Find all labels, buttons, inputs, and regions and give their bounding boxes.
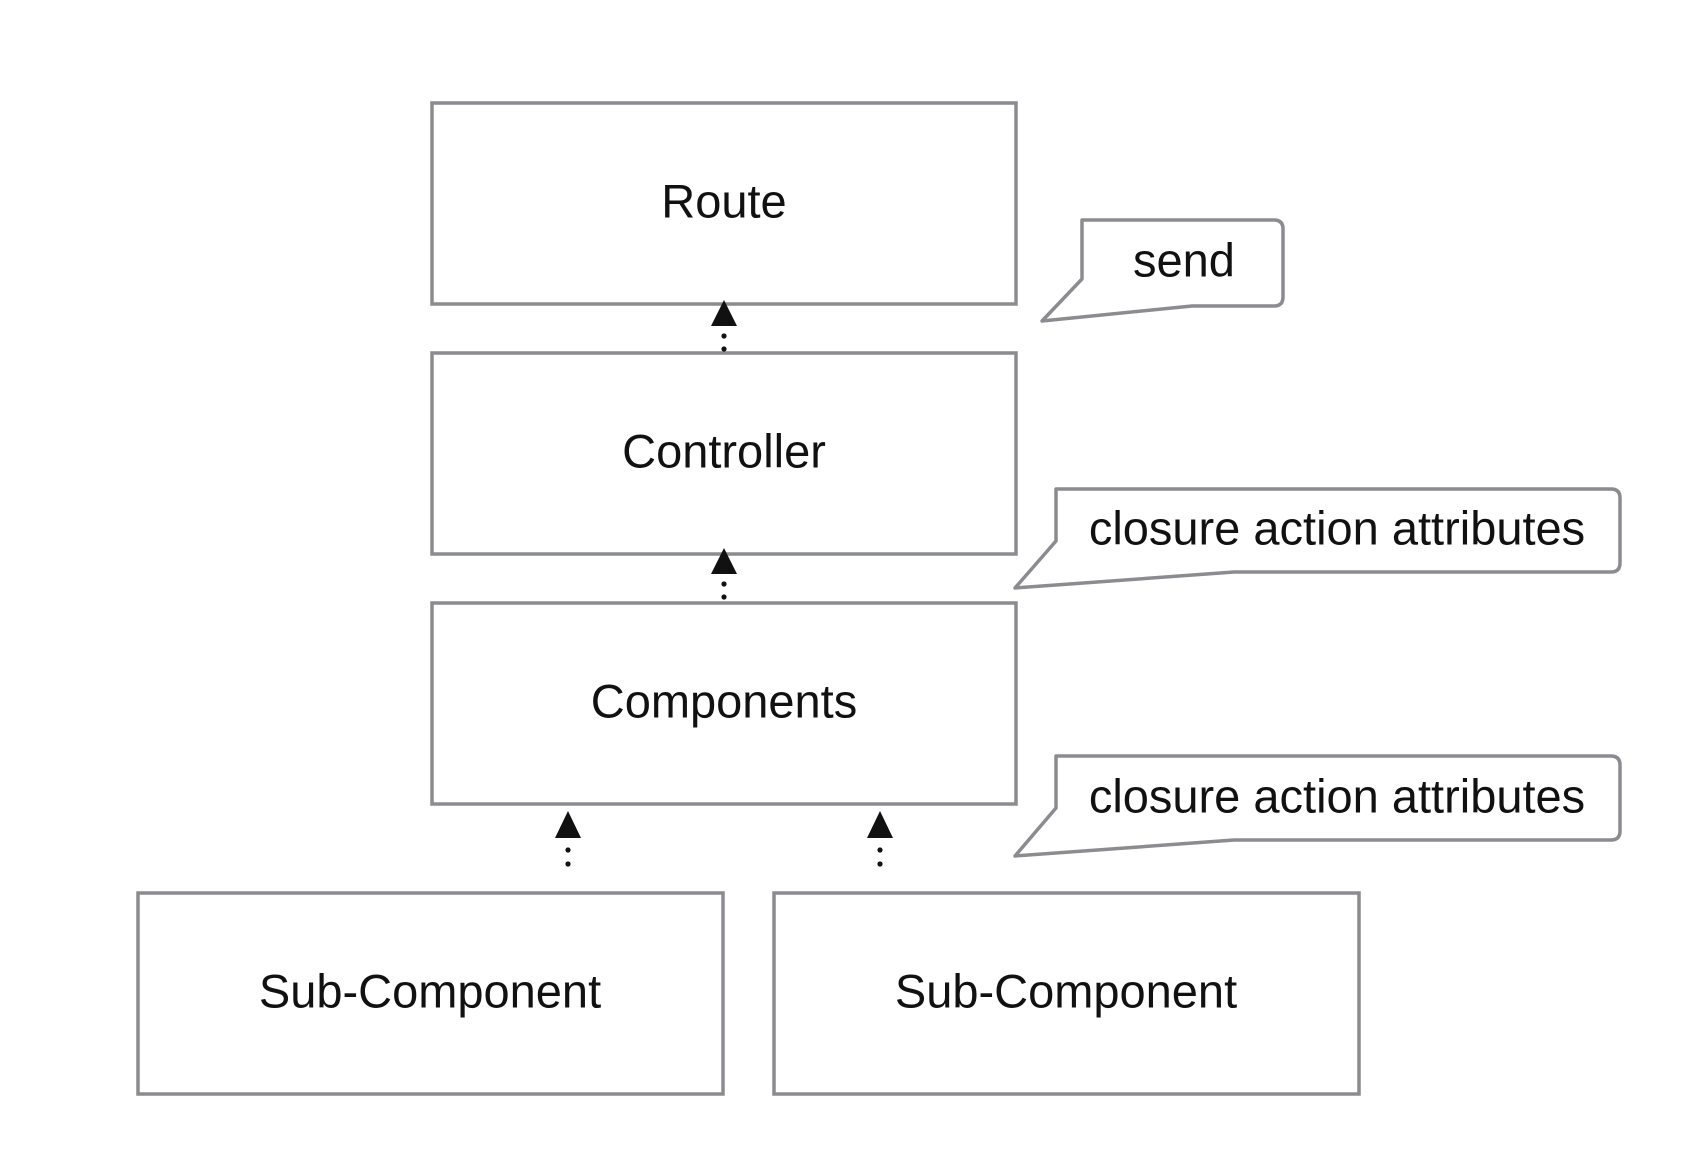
arrow-controller-to-route (711, 300, 737, 352)
sub-component-right-box: Sub-Component (772, 891, 1361, 1096)
sub-component-left-box: Sub-Component (136, 891, 725, 1096)
callout-closure-lower: closure action attributes (1013, 754, 1622, 858)
callout-closure-lower-label: closure action attributes (1089, 769, 1585, 822)
arrow-components-to-controller (711, 548, 737, 600)
components-box: Components (430, 601, 1018, 806)
components-label: Components (591, 674, 858, 727)
callout-closure-upper-label: closure action attributes (1089, 501, 1585, 554)
route-box: Route (430, 101, 1018, 306)
arrow-sub-right-to-components (867, 811, 893, 867)
arrow-sub-left-to-components (555, 811, 581, 867)
callout-send-label: send (1133, 233, 1235, 286)
controller-label: Controller (622, 424, 826, 477)
sub-component-left-label: Sub-Component (259, 964, 601, 1017)
sub-component-right-label: Sub-Component (895, 964, 1237, 1017)
callout-closure-upper: closure action attributes (1013, 487, 1622, 590)
callout-send: send (1040, 218, 1285, 323)
controller-box: Controller (430, 351, 1018, 556)
route-label: Route (661, 174, 786, 227)
